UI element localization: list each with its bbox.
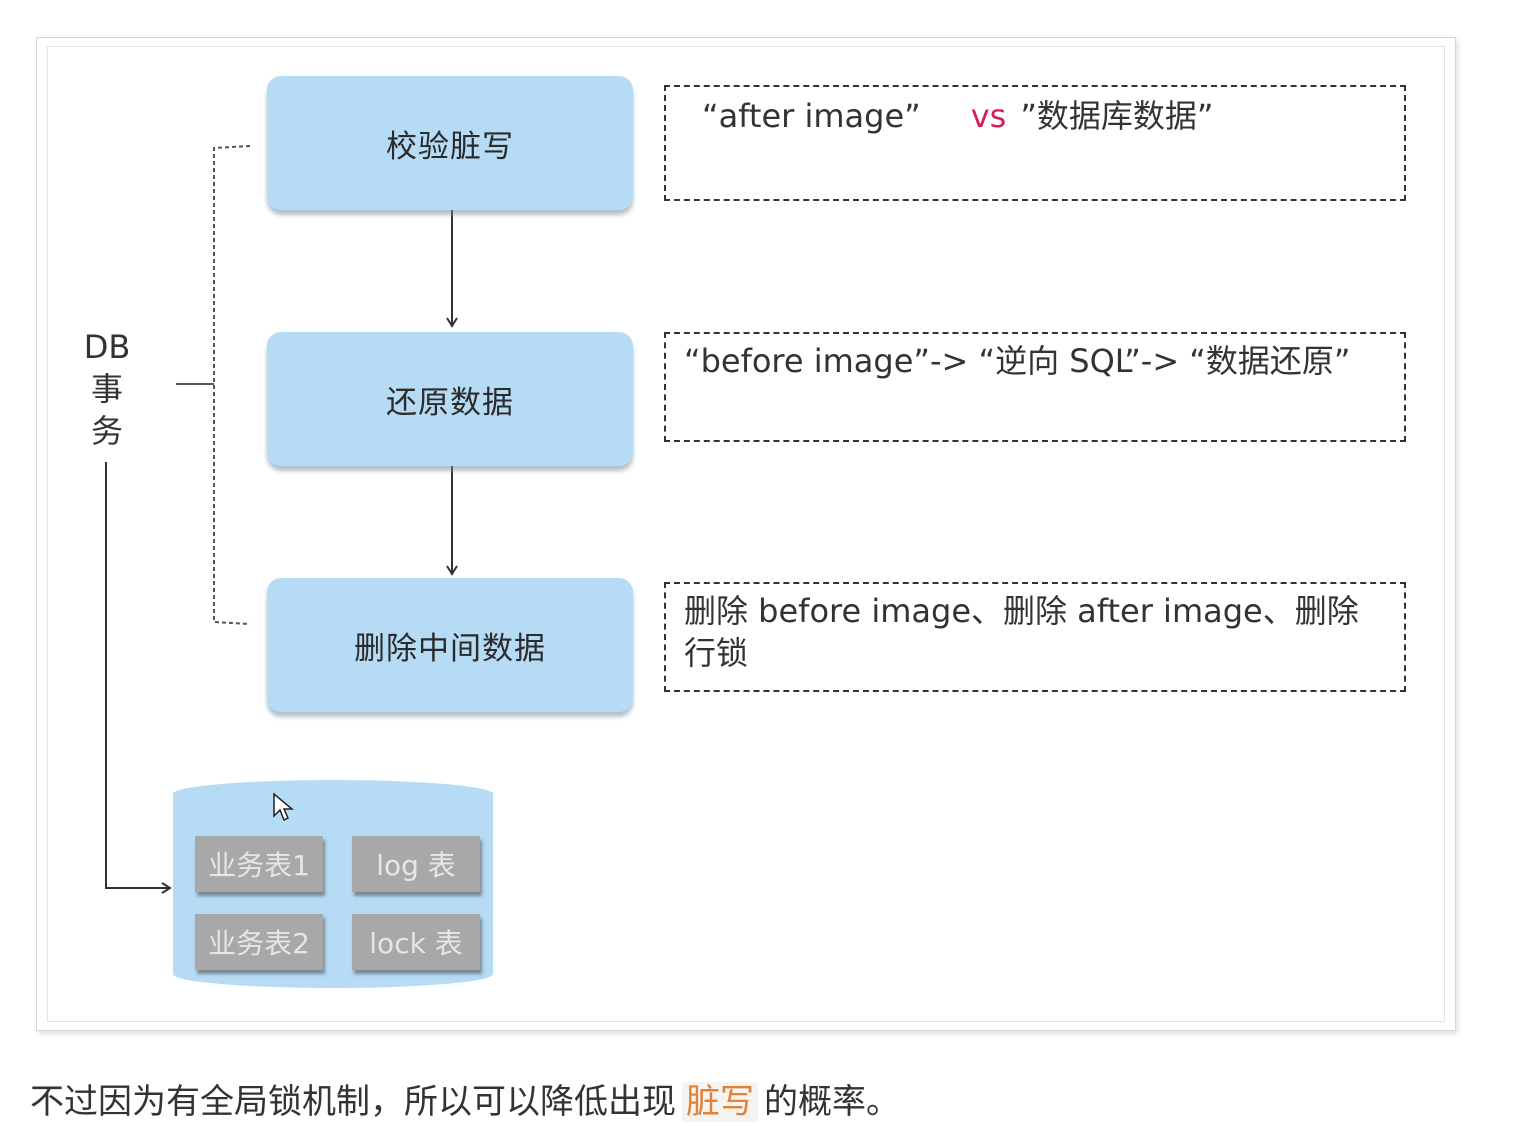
table-business-1: 业务表1 [195, 836, 323, 892]
database-cylinder-top [173, 780, 493, 808]
table-lock: lock 表 [352, 914, 480, 970]
db-label-line-3: 务 [90, 412, 123, 450]
caption-before: 不过因为有全局锁机制，所以可以降低出现 [30, 1082, 676, 1122]
note-before-image-reverse-sql: “before image”-> “逆向 SQL”-> “数据还原” [664, 332, 1406, 442]
table-log: log 表 [352, 836, 480, 892]
caption-highlight-dirty-write: 脏写 [682, 1082, 758, 1122]
note1-db-data: ”数据库数据” [1020, 97, 1214, 135]
caption-text: 不过因为有全局锁机制，所以可以降低出现脏写的概率。 [30, 1074, 900, 1123]
mouse-cursor-icon [273, 792, 294, 822]
caption-after: 的概率。 [764, 1082, 900, 1122]
step-restore-data: 还原数据 [267, 332, 633, 466]
step-validate-dirty-write: 校验脏写 [267, 76, 633, 210]
note1-vs: vs [970, 97, 1007, 135]
db-transaction-label: DB 事 务 [80, 326, 134, 452]
table-business-2: 业务表2 [195, 914, 323, 970]
step-delete-intermediate-data: 删除中间数据 [267, 578, 633, 712]
arrow-db-to-storage [105, 462, 172, 894]
note-delete-images-and-locks: 删除 before image、删除 after image、删除行锁 [664, 582, 1406, 692]
db-label-line-2: 事 [90, 370, 123, 408]
note-after-image-vs-db: “after image” vs ”数据库数据” [664, 85, 1406, 201]
note1-after-image: “after image” [702, 97, 921, 135]
transaction-bracket [213, 145, 251, 625]
db-label-line-1: DB [83, 328, 131, 366]
